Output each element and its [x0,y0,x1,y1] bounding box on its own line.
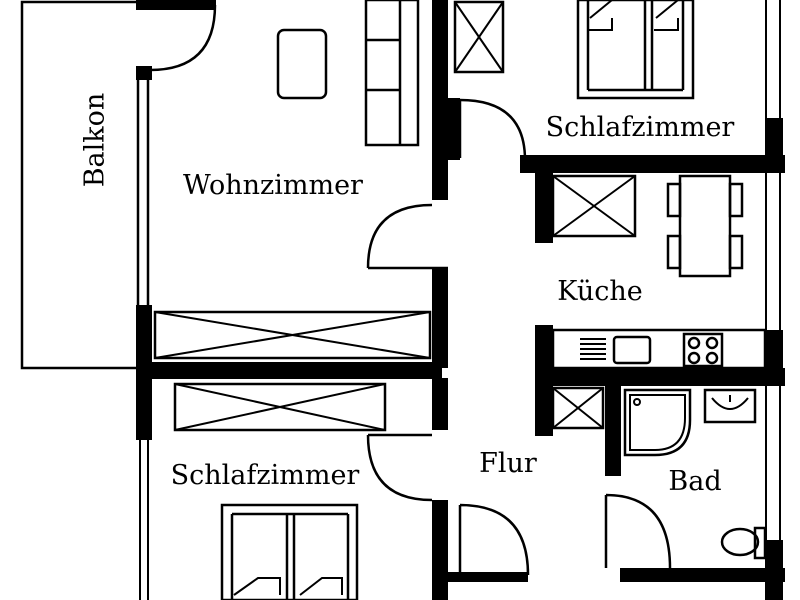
room-label-bathroom: Bad [668,466,721,497]
bathroom-furniture [551,386,767,560]
sofa-icon [364,0,420,147]
room-label-hallway: Flur [479,448,537,479]
living-room-furniture [153,0,432,360]
double-bed-top-icon [576,0,695,100]
kitchen-furniture [551,174,767,370]
fridge-icon [551,174,637,238]
shower-icon [623,388,692,457]
wardrobe-icon [153,310,432,360]
double-bed-bottom-icon [220,503,359,600]
room-label-balcony: Balkon [80,93,111,188]
room-label-living-room: Wohnzimmer [183,170,363,201]
coffee-table-icon [276,28,328,100]
room-labels: Balkon Wohnzimmer Schlafzimmer Küche Sch… [80,93,735,497]
sink-icon [612,335,652,365]
toilet-icon [720,526,767,560]
washbasin-icon [703,388,757,424]
hall-closet-icon [551,386,605,430]
windows [139,0,781,600]
walls [136,0,785,600]
kitchen-counter-icon [551,328,767,370]
room-label-kitchen: Küche [557,276,642,307]
balcony-area [20,0,150,370]
stove-icon [682,332,724,368]
wardrobe-bottom-icon [173,382,387,432]
bottom-bedroom-furniture [173,382,387,600]
room-label-bedroom-top: Schlafzimmer [546,112,735,143]
hall-cabinet-icon [453,0,505,74]
dining-table-icon [666,174,744,278]
room-label-bedroom-bottom: Schlafzimmer [171,460,360,491]
dish-rack-icon [580,338,606,360]
doors [149,4,672,576]
